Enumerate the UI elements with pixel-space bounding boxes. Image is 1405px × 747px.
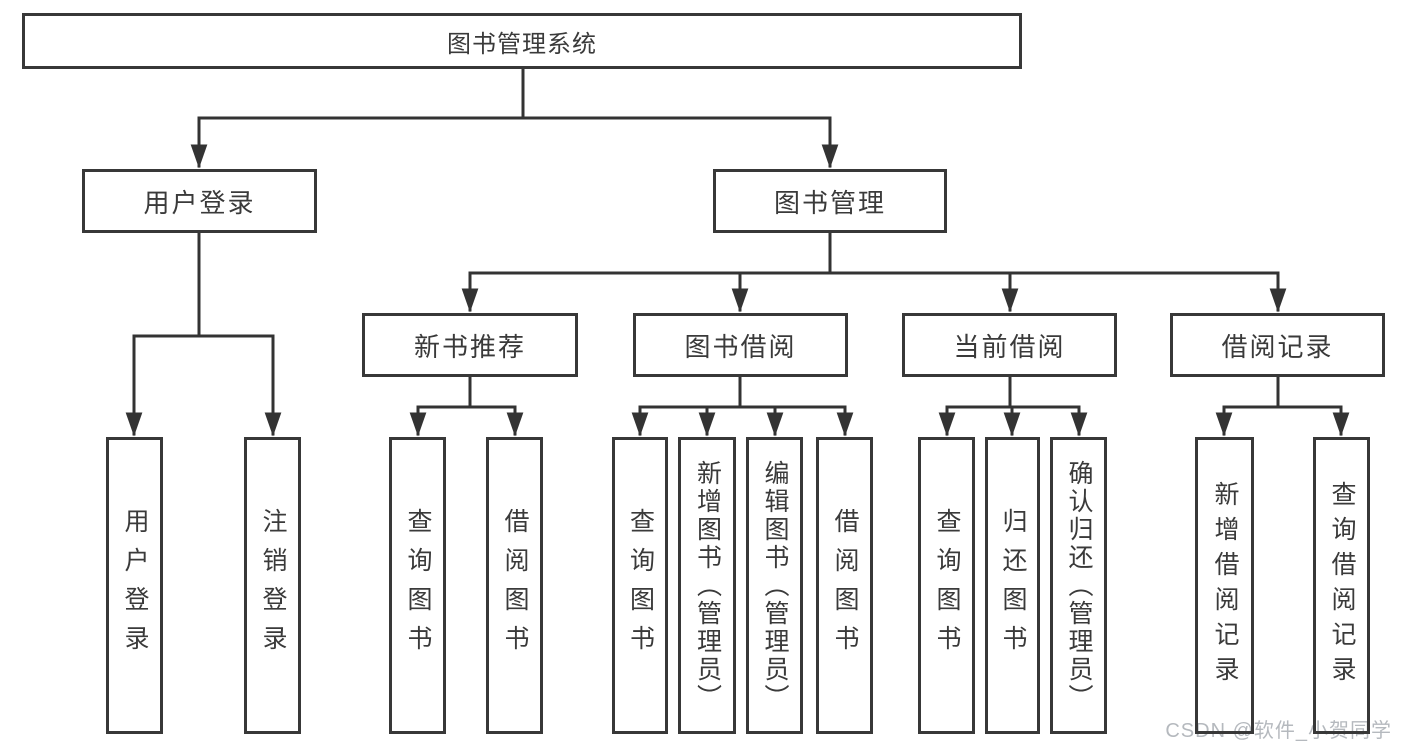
leaf-user-login-label: 用户登录 [121,507,149,664]
node-book-management: 图书管理 [713,169,947,233]
node-library-system-label: 图书管理系统 [447,30,597,58]
leaf-query-books-current-label: 查询图书 [933,507,961,664]
leaf-borrow-books-label: 借阅图书 [831,507,859,664]
leaf-return-books-label: 归还图书 [999,507,1027,664]
leaf-edit-book-admin-label: 编辑图书（管理员） [761,459,789,712]
leaf-user-login: 用户登录 [106,437,163,734]
leaf-add-borrow-record: 新增借阅记录 [1195,437,1254,734]
node-borrowing-records: 借阅记录 [1170,313,1385,377]
leaf-query-books-recommend-label: 查询图书 [404,507,432,664]
leaf-add-borrow-record-label: 新增借阅记录 [1211,480,1239,691]
leaf-query-borrow-record: 查询借阅记录 [1313,437,1370,734]
node-new-book-recommendation: 新书推荐 [362,313,578,377]
node-library-system: 图书管理系统 [22,13,1022,69]
leaf-add-book-admin-label: 新增图书（管理员） [693,459,722,712]
leaf-borrow-books-recommend-label: 借阅图书 [501,507,529,664]
leaf-borrow-books: 借阅图书 [816,437,873,734]
node-user-login: 用户登录 [82,169,317,233]
leaf-query-books-current: 查询图书 [918,437,975,734]
node-current-borrowing: 当前借阅 [902,313,1117,377]
node-new-book-recommendation-label: 新书推荐 [413,331,526,362]
node-book-management-label: 图书管理 [773,187,886,218]
leaf-confirm-return-admin-label: 确认归还（管理员） [1065,459,1093,712]
leaf-confirm-return-admin: 确认归还（管理员） [1050,437,1107,734]
node-user-login-label: 用户登录 [143,187,256,218]
leaf-edit-book-admin: 编辑图书（管理员） [746,437,803,734]
node-borrowing-records-label: 借阅记录 [1221,331,1334,362]
node-book-borrowing-label: 图书借阅 [684,331,797,362]
leaf-logout-label: 注销登录 [259,507,287,664]
leaf-query-books-borrowing: 查询图书 [612,437,668,734]
leaf-add-book-admin: 新增图书（管理员） [678,437,736,734]
csdn-watermark: CSDN @软件_小贺同学 [1165,720,1392,742]
leaf-query-books-borrowing-label: 查询图书 [626,507,655,664]
leaf-return-books: 归还图书 [985,437,1040,734]
leaf-query-borrow-record-label: 查询借阅记录 [1328,480,1356,691]
leaf-query-books-recommend: 查询图书 [389,437,446,734]
node-book-borrowing: 图书借阅 [633,313,848,377]
leaf-logout: 注销登录 [244,437,301,734]
node-current-borrowing-label: 当前借阅 [953,331,1066,362]
leaf-borrow-books-recommend: 借阅图书 [486,437,543,734]
